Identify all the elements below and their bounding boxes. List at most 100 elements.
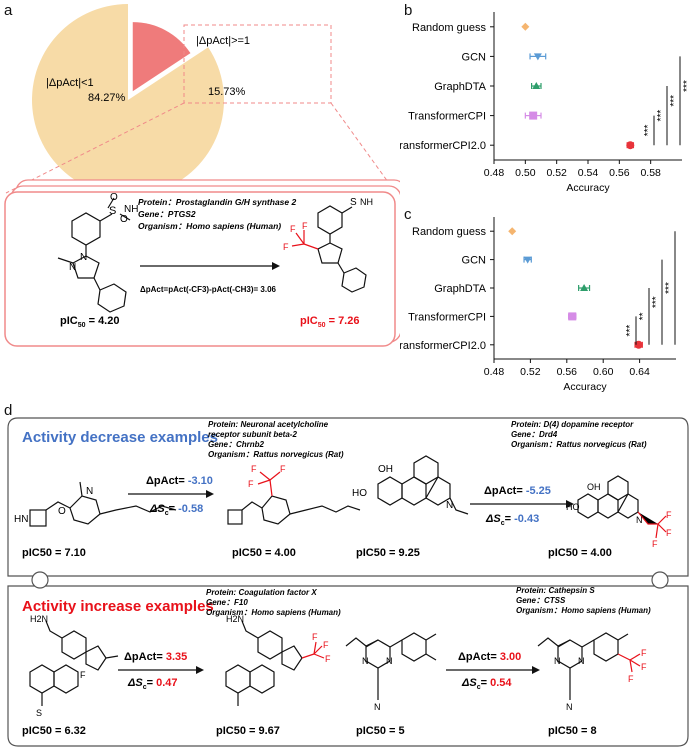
cf3-group-a xyxy=(291,230,319,250)
x-tick-label: 0.48 xyxy=(484,167,505,179)
dec1-mol-left xyxy=(29,481,177,527)
data-point xyxy=(634,340,643,349)
dec2-r-atom-n: N xyxy=(636,515,643,525)
dec1-protein-2: receptor subunit beta-2 xyxy=(208,430,297,439)
dec2-f2: F xyxy=(666,528,672,538)
y-tick-label: Random guess xyxy=(412,226,486,238)
dec2-organism: Organism：Rattus norvegicus (Rat) xyxy=(511,440,647,449)
inc1-mol-left xyxy=(29,620,119,706)
atom-nh2-left: NH xyxy=(124,204,138,215)
significance-stars: ** xyxy=(638,312,649,320)
inc1-f2: F xyxy=(325,654,331,664)
panel-letter-b: b xyxy=(404,2,413,19)
inc2-atom-n3: N xyxy=(374,702,381,712)
significance-stars: *** xyxy=(664,282,675,294)
dec2-protein: Protein: D(4) dopamine receptor xyxy=(511,420,634,429)
y-tick-label: GraphDTA xyxy=(434,283,486,295)
molecule-methyl xyxy=(57,197,131,313)
inc2-arrowhead xyxy=(532,666,540,674)
x-tick-label: 0.60 xyxy=(593,366,614,378)
decrease-frame xyxy=(7,417,689,577)
dec1-f3: F xyxy=(248,479,254,489)
y-tick-label: GCN xyxy=(462,255,487,267)
significance-stars: *** xyxy=(643,124,654,136)
dec2-atom-ho: HO xyxy=(352,488,367,499)
dec2-dpact: ΔpAct= -5.25 xyxy=(484,485,551,497)
data-point xyxy=(580,284,589,291)
dec2-atom-n: N xyxy=(446,500,453,511)
inc1-cf3 xyxy=(301,641,325,659)
connector-left xyxy=(31,571,49,589)
pie-label-large-group: |ΔpAct|>=1 xyxy=(196,35,250,47)
pie-value-large-slice: 84.27% xyxy=(88,92,126,104)
inc1-left-pic50: pIC50 = 6.32 xyxy=(22,725,86,737)
dec1-atom-hn: HN xyxy=(14,514,28,525)
atom-n-left-1: N xyxy=(80,252,87,263)
inc2-r-atom-n3: N xyxy=(566,702,573,712)
connector-right xyxy=(651,571,669,589)
dec2-left-pic50: pIC50 = 9.25 xyxy=(356,547,420,559)
inc1-atom-h2n: H2N xyxy=(30,614,48,624)
y-tick-label: GCN xyxy=(462,51,487,63)
pie-slice-0 xyxy=(31,4,224,196)
atom-s-right: S xyxy=(350,197,357,208)
x-tick-label: 0.52 xyxy=(546,167,567,179)
dec1-gene: Gene：Chrnb2 xyxy=(208,440,265,449)
inc2-cf3 xyxy=(617,653,641,673)
inc1-mol-right xyxy=(225,620,303,706)
atom-o-left-1: O xyxy=(110,192,118,203)
data-point xyxy=(508,227,517,236)
significance-stars: *** xyxy=(625,325,636,337)
dec1-dpact: ΔpAct= -3.10 xyxy=(146,475,213,487)
data-point xyxy=(533,53,542,61)
panel-letter-a: a xyxy=(4,2,13,19)
data-point xyxy=(529,111,538,120)
atom-n-left-2: N xyxy=(69,262,76,273)
inc1-atom-f: F xyxy=(80,670,86,680)
inc2-r-atom-n1: N xyxy=(554,656,561,666)
inc1-r-atom-h2n: H2N xyxy=(226,614,244,624)
data-point xyxy=(626,141,635,150)
inc1-gene: Gene：F10 xyxy=(206,598,248,607)
y-tick-label: Random guess xyxy=(412,22,486,34)
dec2-r-atom-oh: OH xyxy=(587,482,601,492)
x-tick-label: 0.48 xyxy=(484,366,505,378)
significance-stars: *** xyxy=(669,95,680,107)
example-a-organism: Organism：Homo sapiens (Human) xyxy=(138,221,281,231)
dec2-right-pic50: pIC50 = 4.00 xyxy=(548,547,612,559)
reaction-arrowhead xyxy=(272,262,280,270)
inc2-gene: Gene：CTSS xyxy=(516,596,566,605)
atom-s-left: S xyxy=(109,205,116,217)
increase-frame xyxy=(7,585,689,747)
dec1-arrowhead xyxy=(206,490,214,498)
increase-title: Activity increase examples xyxy=(22,598,214,615)
inc2-dpact: ΔpAct= 3.00 xyxy=(458,651,521,663)
atom-nh2-right: NH xyxy=(360,197,373,207)
dec1-right-pic50: pIC50 = 4.00 xyxy=(232,547,296,559)
inc1-protein: Protein: Coagulation factor X xyxy=(206,588,317,597)
molecule-cf3 xyxy=(317,205,367,293)
inc2-right-pic50: pIC50 = 8 xyxy=(548,725,597,737)
inc1-atom-s: S xyxy=(36,708,42,718)
significance-stars: *** xyxy=(656,110,667,122)
inc2-protein: Protein: Cathepsin S xyxy=(516,586,595,595)
y-tick-label: TransformerCPI2.0 xyxy=(400,340,486,352)
dec2-dsc: ΔSc= -0.43 xyxy=(485,513,539,527)
inc1-f1: F xyxy=(323,640,329,650)
dec2-f1: F xyxy=(666,510,672,520)
pie-value-small-slice: 15.73% xyxy=(208,86,246,98)
inc2-dsc: ΔSc= 0.54 xyxy=(461,677,512,691)
atom-f-a2: F xyxy=(302,221,308,231)
x-tick-label: 0.56 xyxy=(609,167,630,179)
inc1-dpact: ΔpAct= 3.35 xyxy=(124,651,187,663)
significance-stars: *** xyxy=(651,296,662,308)
x-tick-label: 0.52 xyxy=(520,366,541,378)
x-tick-label: 0.50 xyxy=(515,167,536,179)
y-tick-label: TransformerCPI xyxy=(408,111,486,123)
pic50-left: pIC50 = 4.20 xyxy=(60,315,119,329)
dec2-atom-oh: OH xyxy=(378,464,393,475)
pie-label-small-group: |ΔpAct|<1 xyxy=(46,77,94,89)
y-tick-label: TransformerCPI xyxy=(408,311,486,323)
panel-letter-c: c xyxy=(404,206,412,223)
